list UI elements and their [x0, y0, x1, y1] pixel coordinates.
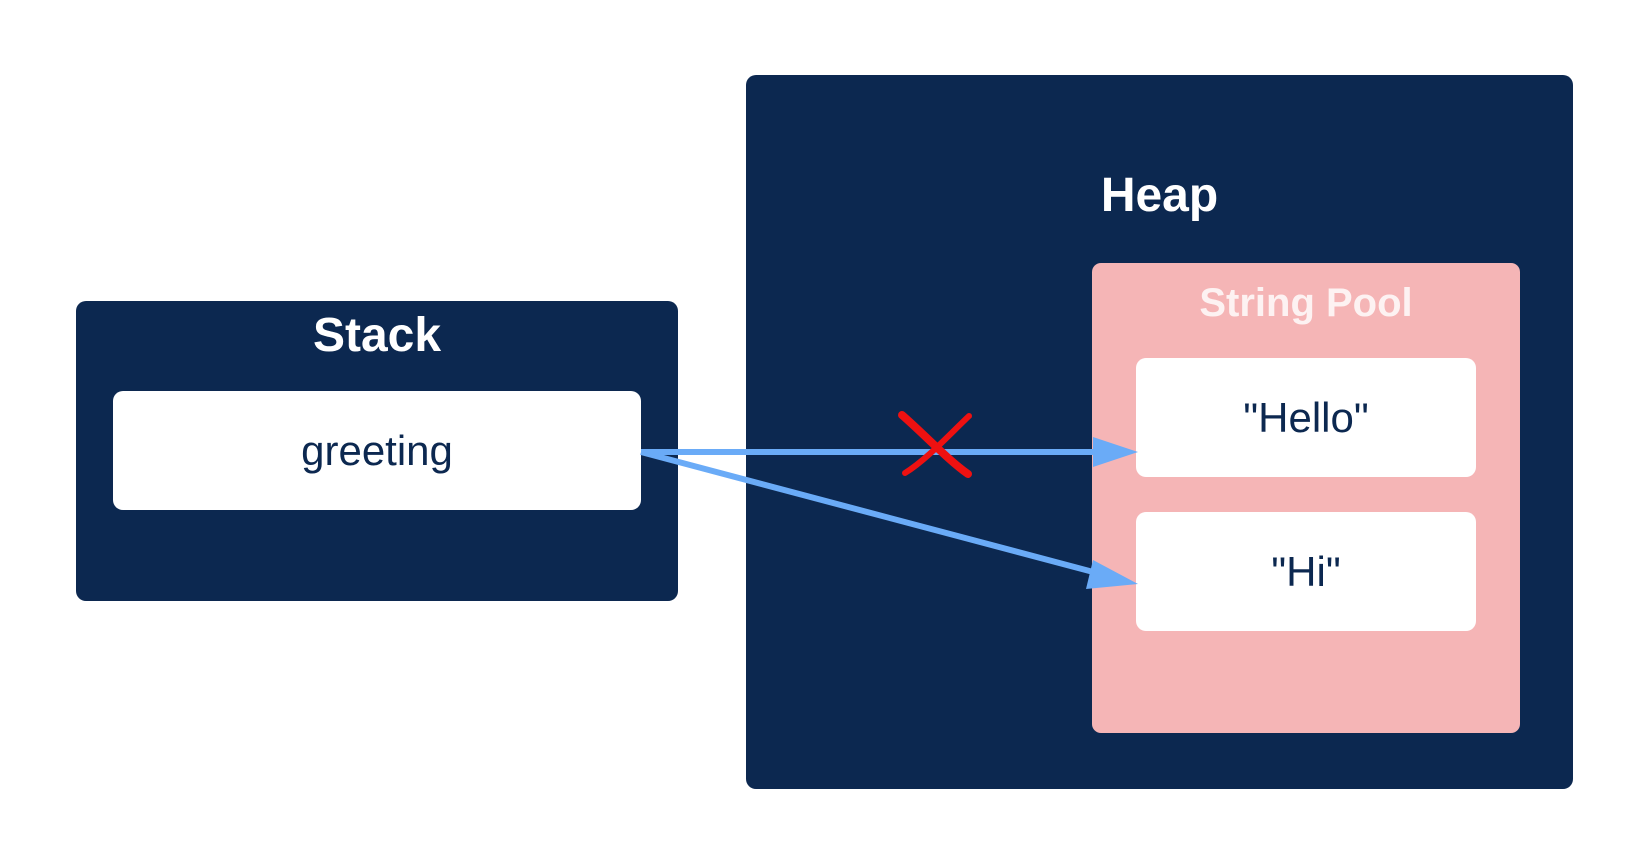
string-pool-panel: String Pool "Hello" "Hi" — [1092, 263, 1520, 733]
heap-title: Heap — [1100, 169, 1219, 222]
stack-title: Stack — [312, 309, 442, 362]
string-pool-title: String Pool — [1199, 281, 1413, 325]
stack-panel: Stack greeting — [76, 301, 678, 601]
string-hello: "Hello" — [1136, 358, 1476, 477]
greeting-variable: greeting — [113, 391, 641, 510]
string-hi: "Hi" — [1136, 512, 1476, 631]
heap-panel: Heap String Pool "Hello" "Hi" — [746, 75, 1573, 789]
